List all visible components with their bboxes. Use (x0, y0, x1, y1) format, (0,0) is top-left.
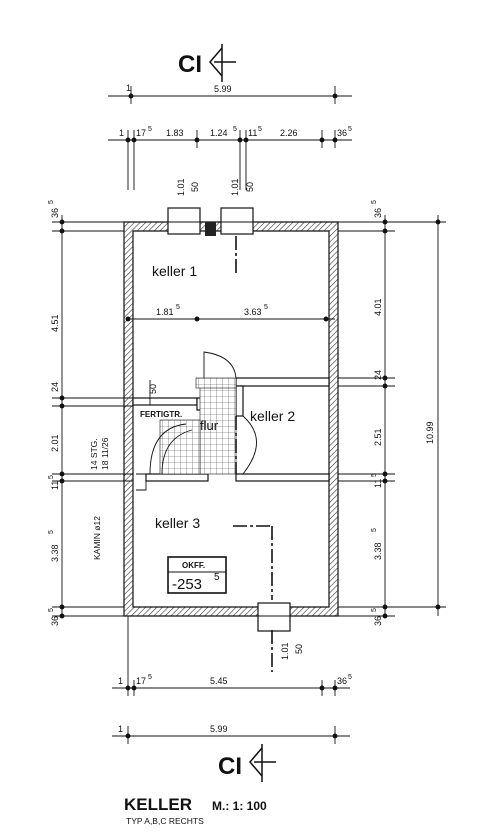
dim-left-36-bottom: 36 (50, 616, 60, 626)
dim-left-451: 4.51 (50, 314, 60, 332)
inner-dim-line (125, 316, 335, 322)
dim-top-total: 5.99 (214, 84, 232, 94)
dim-chain-36-sup: 5 (348, 126, 352, 133)
stair-steps-area (159, 419, 201, 475)
dim-chain-226: 2.26 (280, 128, 298, 138)
title-subtitle: TYP A,B,C RECHTS (126, 816, 204, 826)
dim-window-left-w: 1.01 (176, 178, 186, 196)
dim-inner-363-sup: 5 (264, 304, 268, 311)
dim-right-36-top: 36 (373, 208, 383, 218)
room-keller-2: keller 2 (250, 408, 295, 424)
dim-inner-181: 1.81 (156, 307, 174, 317)
dim-chain-11: 11 (248, 128, 257, 138)
dim-right-401: 4.01 (373, 298, 383, 316)
dim-window-right-h: 50 (245, 182, 255, 192)
okff-box (167, 556, 227, 594)
door-swings (136, 351, 257, 491)
dim-right-338-sup: 5 (371, 528, 378, 532)
dim-left-36-top-sup: 5 (48, 200, 55, 204)
dim-right-36-bottom-sup: 5 (371, 608, 378, 612)
dim-left-36-top: 36 (50, 208, 60, 218)
dim-window-bottom-w: 1.01 (280, 642, 290, 660)
dim-bottom-17: 17 (136, 676, 146, 686)
dim-window-bottom-h: 50 (294, 644, 304, 654)
section-label-bottom: CI (218, 753, 242, 780)
dim-chain-124-sup: 5 (233, 126, 237, 133)
dim-window-right-w: 1.01 (230, 178, 240, 196)
dim-left-201: 2.01 (50, 434, 60, 452)
dim-bottom-36: 36 (337, 676, 347, 686)
dim-right-251: 2.51 (373, 428, 383, 446)
dim-right-11: 11 (373, 479, 383, 488)
okff-value: -253 (172, 576, 202, 593)
stair-curve (149, 423, 193, 475)
dim-right-338: 3.38 (373, 542, 383, 560)
dim-bottom-545: 5.45 (210, 676, 228, 686)
dim-top-1: 1 (126, 83, 131, 93)
dim-chain-17: 17 (136, 128, 146, 138)
dim-right-36-top-sup: 5 (371, 200, 378, 204)
room-keller-3: keller 3 (155, 515, 200, 531)
flur-top-floor (195, 377, 237, 389)
dim-bottom-36-sup: 5 (348, 674, 352, 681)
title-scale: M.: 1: 100 (212, 799, 267, 813)
dim-inner-181-sup: 5 (176, 304, 180, 311)
room-keller-1: keller 1 (152, 263, 197, 279)
dim-left-11: 11 (50, 481, 60, 490)
bottom-total-dim-line (112, 726, 350, 744)
dim-left-24: 24 (50, 382, 60, 392)
dim-left-11-sup: 5 (48, 475, 55, 479)
bottom-chain-dim-line (112, 616, 350, 696)
bottom-window (257, 602, 291, 632)
dim-left-338: 3.38 (50, 544, 60, 562)
dim-chain-17-sup: 5 (148, 126, 152, 133)
dim-right-24: 24 (373, 370, 383, 380)
dim-bottom-1: 1 (118, 676, 123, 686)
dim-right-total: 10.99 (425, 421, 435, 444)
dim-chain-36: 36 (337, 128, 347, 138)
stair-steps: 14 STG. (89, 438, 99, 470)
dim-inner-363: 3.63 (244, 307, 262, 317)
right-chain-dim-line (338, 215, 446, 619)
dim-left-36-bottom-sup: 5 (48, 608, 55, 612)
okff-label: OKFF. (182, 561, 205, 570)
dim-chain-1: 1 (119, 128, 124, 138)
dim-window-left-h: 50 (190, 182, 200, 192)
room-flur: flur (200, 418, 219, 433)
dim-right-11-sup: 5 (371, 473, 378, 477)
dim-left-338-sup: 5 (48, 530, 55, 534)
section-arrow-icon-top (209, 44, 236, 82)
title-main: KELLER (124, 795, 192, 814)
top-chain-dim-line (108, 130, 352, 190)
center-lines (233, 236, 273, 672)
dim-bottom-total: 5.99 (210, 724, 228, 734)
okff-value-sup: 5 (214, 572, 220, 583)
left-chain-dim-line (52, 215, 133, 619)
dim-chain-183: 1.83 (166, 128, 184, 138)
section-label-top: CI (178, 51, 202, 78)
door-dim-50: 50 (148, 384, 158, 394)
dim-right-36-bottom: 36 (373, 616, 383, 626)
dim-chain-11-sup: 5 (258, 126, 262, 133)
stair-rise: 18 11/26 (100, 437, 110, 470)
dim-bottom-17-sup: 5 (148, 674, 152, 681)
dim-bottom-total-1: 1 (118, 724, 123, 734)
top-windows (167, 207, 254, 236)
kamin-label: KAMIN ø12 (92, 516, 102, 560)
section-arrow-icon-bottom (249, 744, 276, 782)
top-total-dim-line (108, 86, 352, 104)
dim-chain-124: 1.24 (210, 128, 228, 138)
fertigtr-label: FERTIGTR. (140, 410, 182, 419)
